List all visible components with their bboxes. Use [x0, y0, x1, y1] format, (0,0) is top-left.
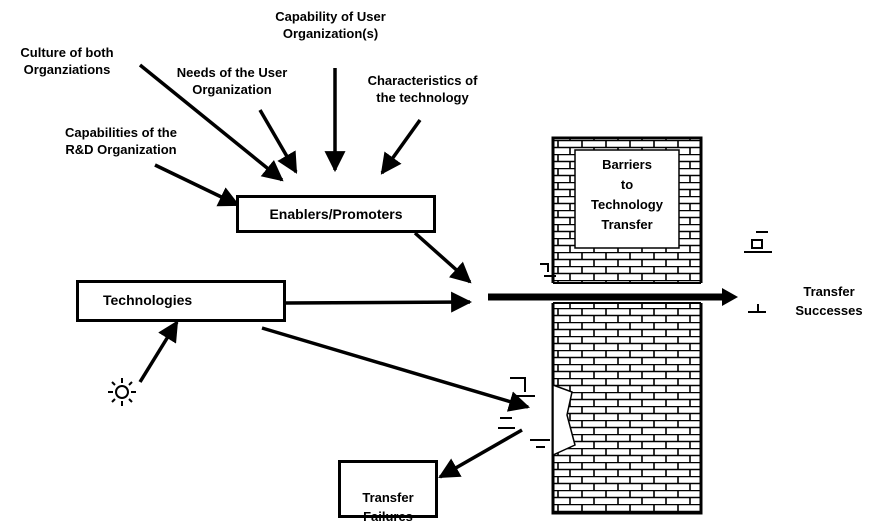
failures-box: Transfer Failures: [338, 460, 438, 524]
wall-hole: [552, 383, 576, 457]
arrow-to-failure-wall: [261, 326, 531, 412]
successes-label: Transfer Successes: [795, 284, 863, 318]
arrow-characteristics: [380, 118, 422, 175]
arrow-failures: [438, 428, 523, 479]
arrow-needs: [258, 109, 298, 174]
failures-label: Transfer Failures: [362, 490, 414, 524]
arrow-idea: [138, 320, 179, 383]
enablers-box: Enablers/Promoters: [236, 195, 436, 233]
label-needs: Needs of the User Organization: [176, 65, 288, 97]
arrow-success-head: [722, 288, 738, 306]
barrier-panel: [574, 149, 680, 249]
label-capability-user: Capability of User Organization(s): [275, 9, 386, 41]
arrow-capabilities-rd: [154, 163, 240, 207]
barrier-label: Barriers to Technology Transfer: [591, 157, 663, 232]
label-capabilities-rd: Capabilities of the R&D Organization: [65, 125, 177, 157]
arrow-technologies-out: [285, 291, 473, 313]
label-culture: Culture of both Organziations: [20, 45, 114, 77]
arrow-enablers-out: [413, 231, 472, 284]
debris-right: [744, 231, 772, 313]
label-characteristics: Characteristics of the technology: [367, 73, 478, 105]
technologies-label: Technologies: [103, 292, 193, 308]
arrow-culture: [138, 63, 284, 182]
technologies-box: Technologies: [76, 280, 286, 322]
lightbulb-icon: [108, 378, 136, 406]
enablers-label: Enablers/Promoters: [269, 206, 403, 222]
